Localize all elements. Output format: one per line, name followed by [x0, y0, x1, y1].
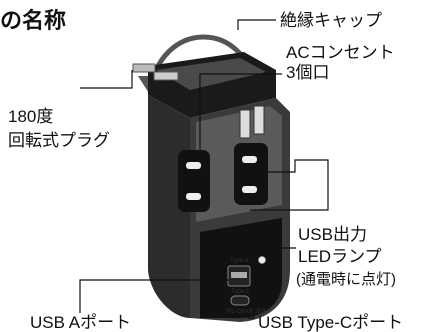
label-plug-line2: 回転式プラグ [8, 131, 110, 150]
diagram-title: の名称 [0, 8, 66, 33]
ac-outlet-1 [178, 150, 210, 212]
adapter-device [148, 52, 290, 322]
label-usb-c-port: USB Type-Cポート [258, 313, 403, 332]
pd-charger-mark: PD CHARGER [226, 309, 267, 315]
label-insulation-cap: 絶縁キャップ [280, 11, 382, 30]
usb-led-lamp [258, 256, 266, 264]
label-usb-a-port: USB Aポート [30, 313, 131, 332]
label-usb-led-line1: USB出力 [298, 225, 367, 244]
usb-a-port: Type A [227, 258, 251, 287]
rotating-plug-icon [132, 63, 265, 139]
type-a-mark: Type A [230, 258, 248, 264]
label-usb-led-line3: (通電時に点灯) [296, 271, 396, 288]
ac-outlet-2 [234, 143, 268, 205]
usb-c-port: Type C PD CHARGER [226, 289, 267, 315]
label-plug-line1: 180度 [8, 107, 53, 126]
leader-lines [79, 19, 329, 319]
label-usb-led-line2: LEDランプ [298, 247, 382, 266]
type-c-mark: Type C [231, 289, 251, 295]
label-ac-outlet-line1: ACコンセント [286, 43, 395, 62]
label-ac-outlet-line2: 3個口 [286, 63, 329, 82]
